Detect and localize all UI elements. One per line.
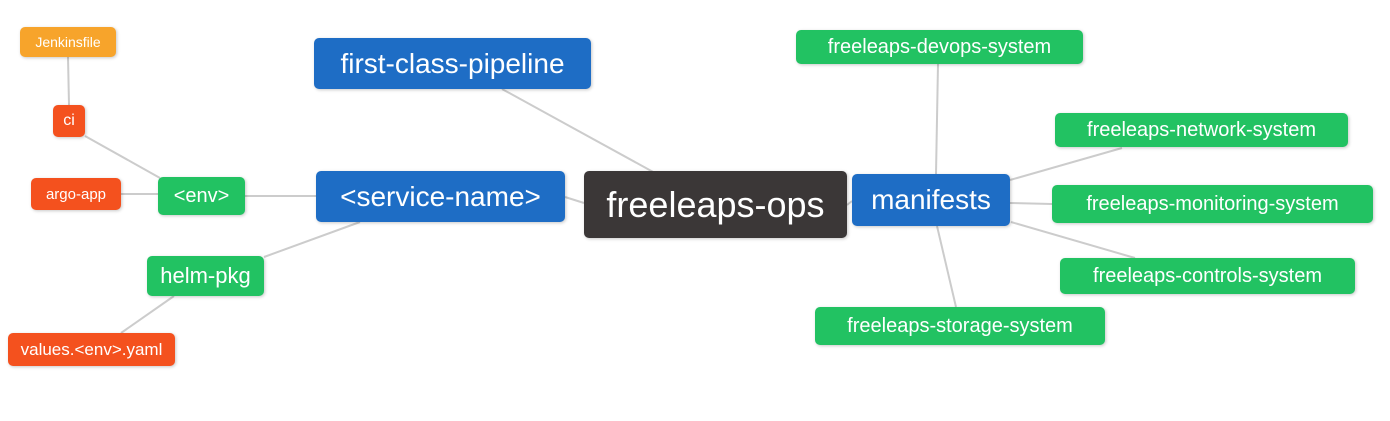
node-network-system[interactable]: freeleaps-network-system [1055, 113, 1348, 147]
node-freeleaps-ops[interactable]: freeleaps-ops [584, 171, 847, 238]
edge-first-class-pipeline-freeleaps-ops [501, 88, 656, 174]
node-service-name[interactable]: <service-name> [316, 171, 565, 222]
node-devops-system[interactable]: freeleaps-devops-system [796, 30, 1083, 64]
edge-manifests-storage-system [936, 225, 957, 308]
edge-values-env-yaml-helm-pkg [120, 295, 175, 334]
node-values-env-yaml[interactable]: values.<env>.yaml [8, 333, 175, 366]
node-manifests[interactable]: manifests [852, 174, 1010, 226]
edge-manifests-controls-system [1010, 221, 1136, 259]
node-argo-app[interactable]: argo-app [31, 178, 121, 210]
node-env[interactable]: <env> [158, 177, 245, 215]
node-storage-system[interactable]: freeleaps-storage-system [815, 307, 1105, 345]
node-helm-pkg[interactable]: helm-pkg [147, 256, 264, 296]
edge-jenkinsfile-ci [67, 56, 70, 106]
edge-ci-env [84, 135, 161, 179]
edge-manifests-network-system [1009, 147, 1123, 181]
node-jenkinsfile[interactable]: Jenkinsfile [20, 27, 116, 57]
node-controls-system[interactable]: freeleaps-controls-system [1060, 258, 1355, 294]
edge-manifests-devops-system [935, 63, 939, 175]
node-monitoring-system[interactable]: freeleaps-monitoring-system [1052, 185, 1373, 223]
node-first-class-pipeline[interactable]: first-class-pipeline [314, 38, 591, 89]
edge-service-name-freeleaps-ops [564, 196, 585, 204]
edge-helm-pkg-service-name [263, 221, 361, 258]
node-ci[interactable]: ci [53, 105, 85, 137]
edge-manifests-monitoring-system [1009, 202, 1053, 205]
